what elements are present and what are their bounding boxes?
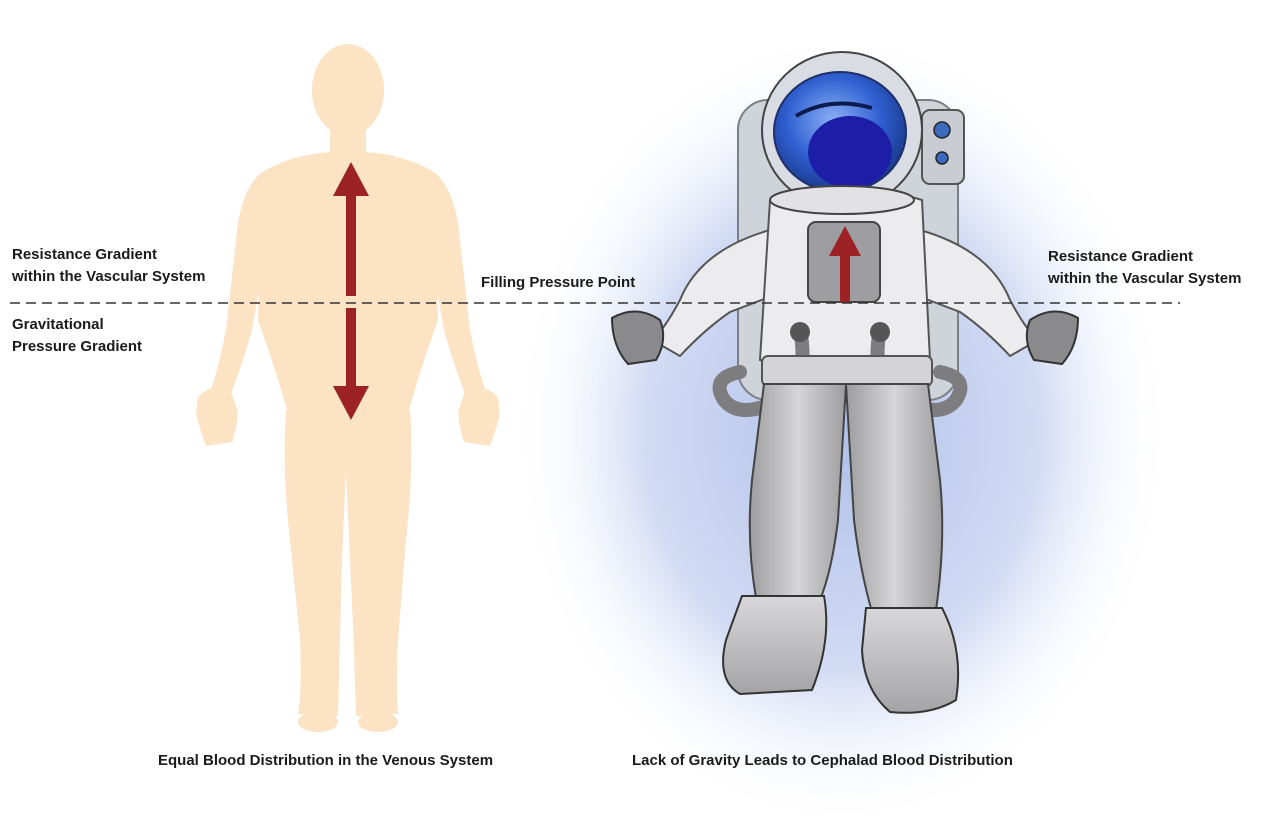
gravitational-gradient-label: Gravitational Pressure Gradient: [12, 314, 142, 358]
left-resistance-line2: within the Vascular System: [12, 266, 205, 288]
left-resistance-gradient-label: Resistance Gradient within the Vascular …: [12, 244, 205, 288]
right-resistance-line2: within the Vascular System: [1048, 268, 1241, 290]
gravitational-line2: Pressure Gradient: [12, 336, 142, 358]
gravitational-line1: Gravitational: [12, 314, 142, 336]
left-resistance-line1: Resistance Gradient: [12, 244, 205, 266]
left-caption: Equal Blood Distribution in the Venous S…: [158, 752, 493, 769]
right-resistance-line1: Resistance Gradient: [1048, 246, 1241, 268]
right-caption: Lack of Gravity Leads to Cephalad Blood …: [632, 752, 1013, 769]
visor-reflection: [808, 116, 892, 188]
right-resistance-gradient-label: Resistance Gradient within the Vascular …: [1048, 246, 1241, 290]
filling-pressure-point-label: Filling Pressure Point: [481, 272, 635, 294]
